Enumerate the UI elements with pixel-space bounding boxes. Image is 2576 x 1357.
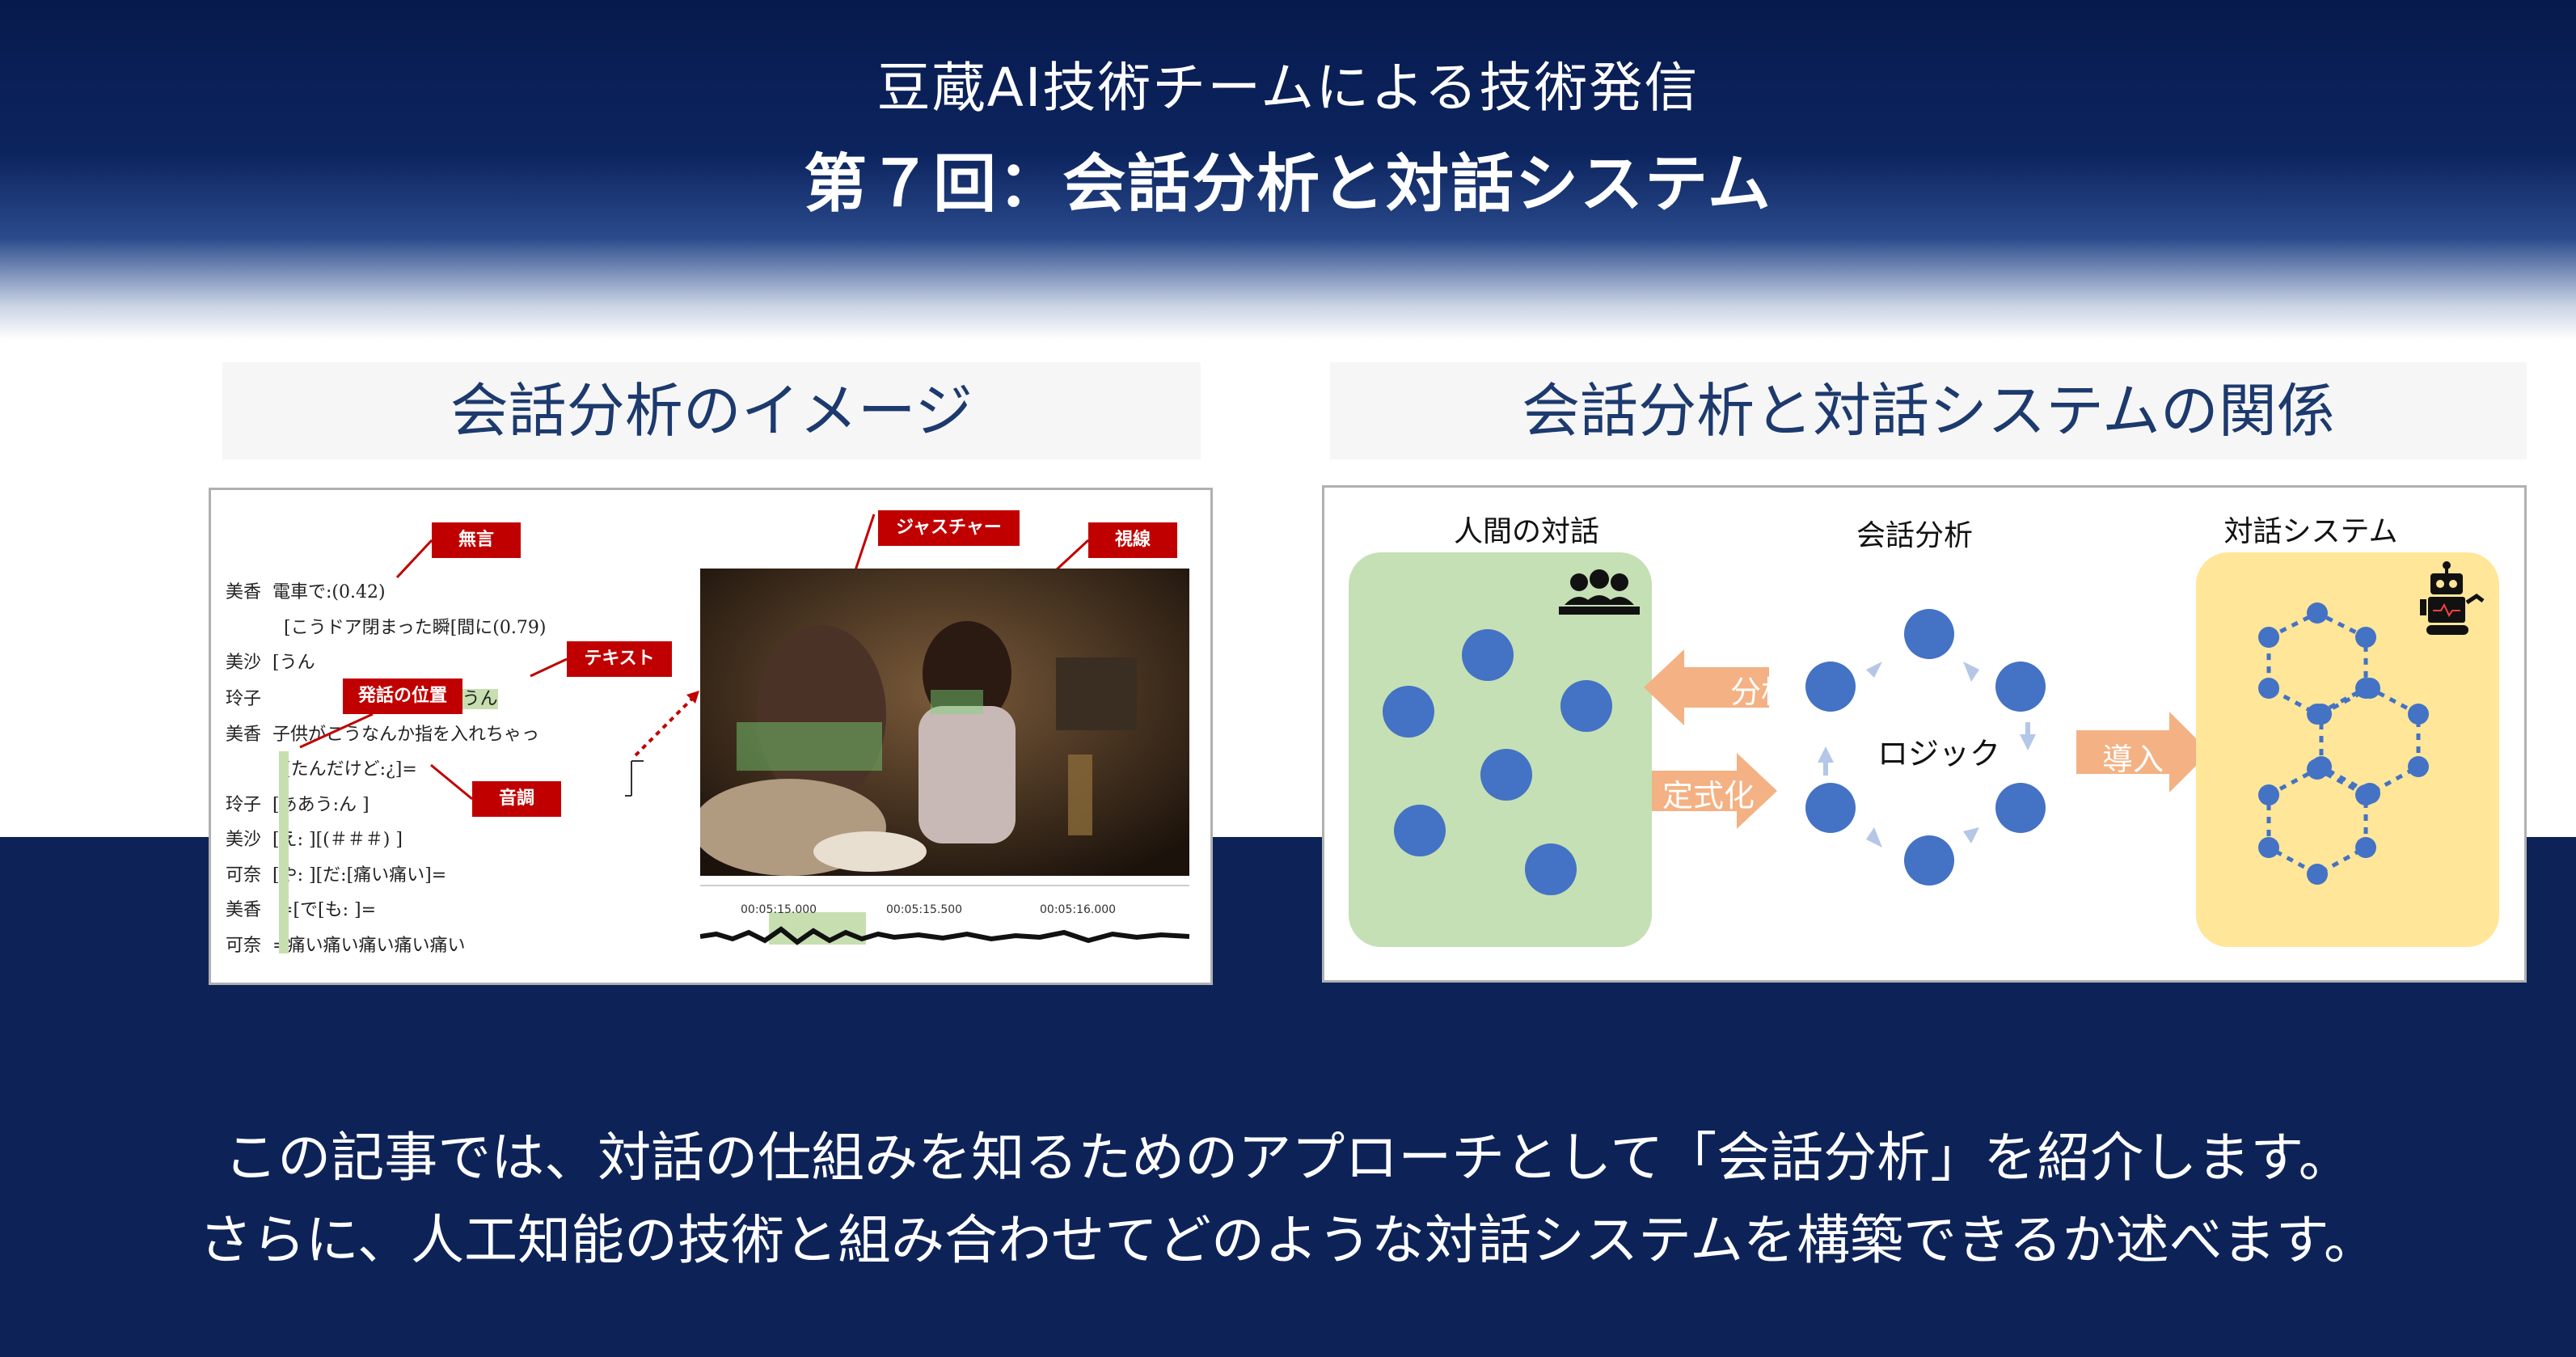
logic-node — [1995, 662, 2046, 712]
network-graph — [2258, 602, 2429, 885]
analysis-arrow-label: 分析 — [1729, 674, 1792, 710]
label-gaze: 視線 — [1088, 522, 1177, 558]
transcript-line: [たんだけど:¿]= — [284, 759, 417, 780]
header-title: 第７回：会話分析と対話システム — [804, 148, 1772, 221]
footer-line-1: この記事では、対話の仕組みを知るためのアプローチとして「会話分析」を紹介します。 — [224, 1127, 2352, 1189]
dialogue-system-box — [2196, 552, 2499, 947]
header-subtitle: 豆蔵AI技術チームによる技術発信 — [876, 57, 1700, 119]
logic-node — [1904, 609, 1954, 659]
transcript-line: 美沙 [え: ][(＃＃＃) ] — [226, 830, 403, 850]
node-circle — [1462, 629, 1514, 681]
label-position: 発話の位置 — [343, 678, 462, 714]
node-circle — [1394, 805, 1446, 856]
dialogue-system-title: 対話システム — [2223, 515, 2398, 548]
left-section-title: 会話分析のイメージ — [222, 362, 1201, 459]
label-silence: 無言 — [432, 522, 521, 558]
transcript-line: 美沙 [うん — [226, 653, 315, 673]
transcript-line: 可奈 [や: ][だ:[痛い痛い]= — [226, 865, 447, 886]
human-dialogue-title: 人間の対話 — [1453, 515, 1599, 548]
robot-icon — [2420, 561, 2485, 635]
node-circle — [1480, 749, 1532, 801]
header-band — [0, 0, 2576, 340]
timeline-tick: 00:05:15.500 — [886, 903, 963, 916]
logic-node — [1805, 662, 1856, 712]
logic-node — [1805, 783, 1856, 833]
overlap-highlight — [279, 751, 289, 953]
label-gesture: ジャスチャー — [878, 510, 1020, 546]
transcript-line: 美香 =[で[も: ]= — [226, 900, 377, 920]
right-section-title: 会話分析と対話システムの関係 — [1330, 362, 2527, 459]
logic-node — [1995, 783, 2046, 833]
node-circle — [1560, 680, 1612, 732]
label-text: テキスト — [567, 641, 672, 677]
timeline-tick: 00:05:15.000 — [741, 903, 817, 916]
node-circle — [1525, 843, 1577, 895]
video-frame-photo: 00:05:15.000 00:05:15.500 00:05:16.000 — [700, 569, 1189, 957]
transcript-line: 可奈 =痛い痛い痛い痛い痛い — [226, 936, 466, 956]
formalize-arrow-label: 定式化 — [1662, 778, 1755, 814]
introduce-arrow-label: 導入 — [2101, 742, 2164, 777]
conversation-analysis-image: 美香 電車で:(0.42) [こうドア閉まった瞬[間に(0.79) 美沙 [うん… — [209, 488, 1213, 985]
photo-scene — [700, 569, 1189, 957]
timeline-tick: 00:05:16.000 — [1040, 903, 1117, 916]
label-intonation: 音調 — [472, 781, 561, 817]
analysis-arrows — [1644, 649, 1777, 829]
logic-node — [1904, 835, 1954, 886]
transcript-line: 美香 電車で:(0.42) — [226, 582, 386, 602]
node-circle — [1383, 686, 1434, 738]
conversation-analysis-title: 会話分析 — [1856, 519, 1973, 552]
logic-cycle-arrows — [1818, 662, 2036, 848]
footer-line-2: さらに、人工知能の技術と組み合わせてどのような対話システムを構築できるか述べます… — [198, 1209, 2378, 1271]
relationship-diagram: 人間の対話 会話分析 対話システム 分析 定式化 — [1322, 485, 2527, 983]
transcript-line: 美香 子供がこうなんか指を入れちゃっ — [226, 725, 540, 745]
people-group-icon — [1559, 569, 1640, 615]
transcript-line: [こうドア閉まった瞬[間に(0.79) — [284, 618, 547, 638]
introduce-arrow — [2076, 712, 2210, 793]
logic-label: ロジック — [1877, 736, 2000, 772]
